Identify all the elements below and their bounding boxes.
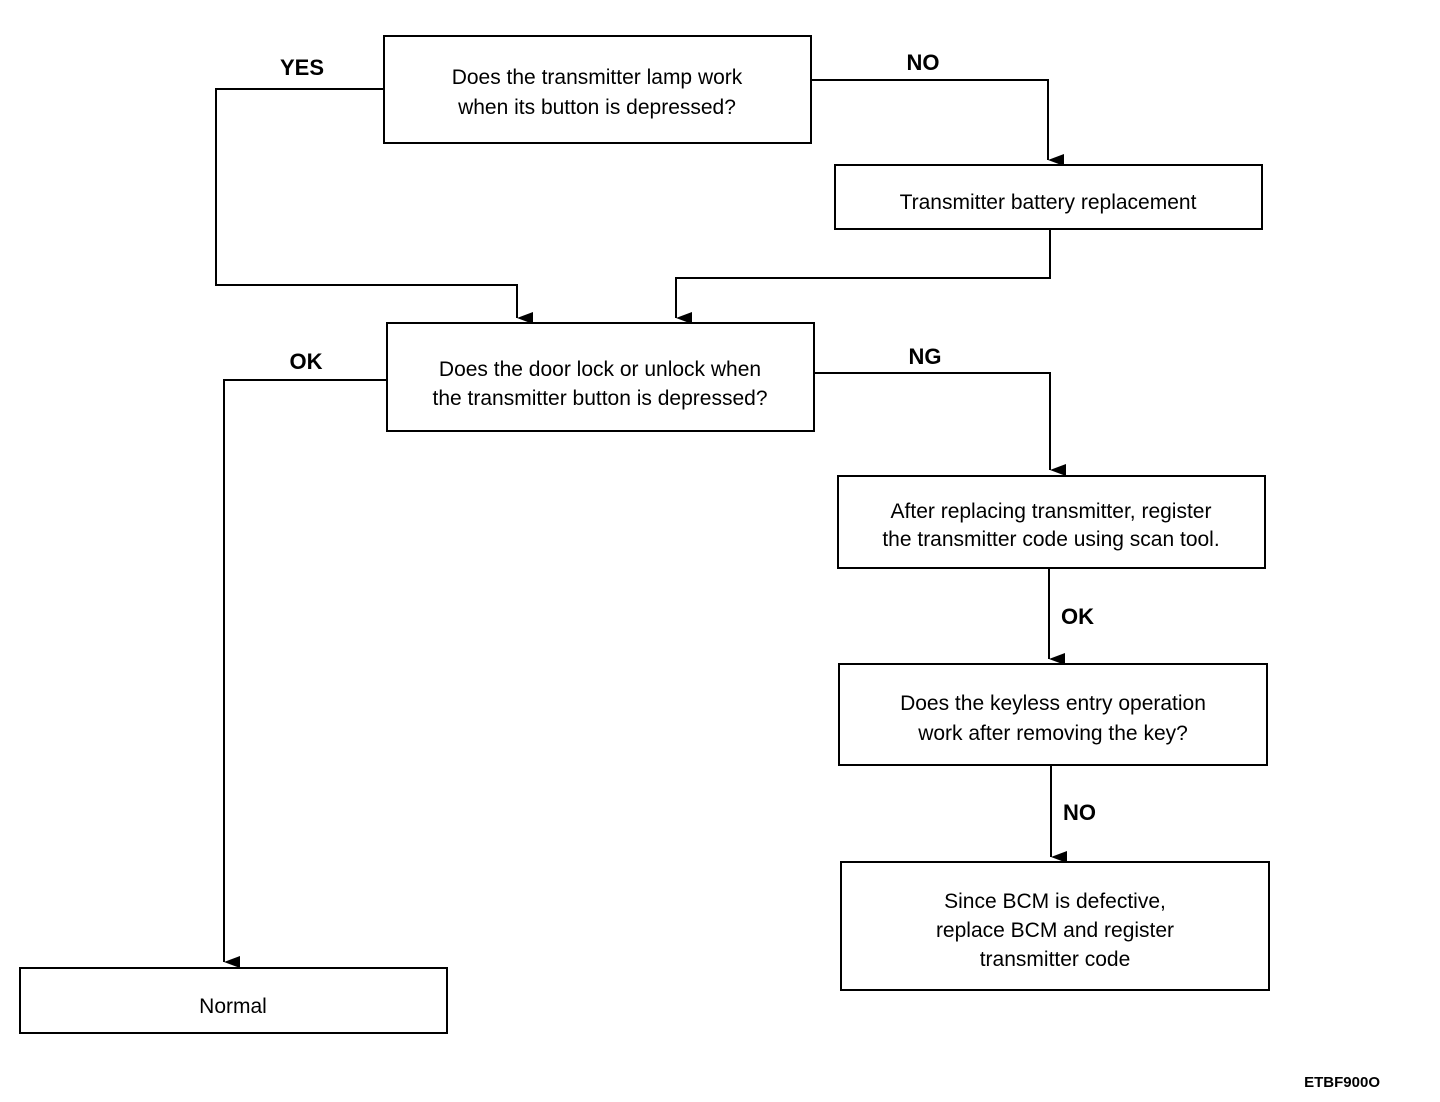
step-register-transmitter: After replacing transmitter, register th… — [837, 475, 1266, 569]
edge-label-ok: OK — [290, 349, 323, 374]
edge-lamp-yes: YES — [215, 55, 533, 324]
box-text-line: Normal — [199, 995, 267, 1018]
edge-label-ng: NG — [909, 344, 942, 369]
box-text-line: the transmitter code using scan tool. — [882, 528, 1219, 551]
box-text-line: replace BCM and register — [936, 919, 1174, 942]
edge-label-yes: YES — [280, 55, 324, 80]
box-text-line: Does the door lock or unlock when — [439, 358, 761, 381]
edge-label-ok: OK — [1061, 604, 1094, 629]
step-battery-replacement: Transmitter battery replacement — [834, 164, 1263, 230]
decision-door-lock: Does the door lock or unlock when the tr… — [386, 322, 815, 432]
step-replace-bcm: Since BCM is defective, replace BCM and … — [840, 861, 1270, 991]
decision-transmitter-lamp: Does the transmitter lamp work when its … — [383, 35, 812, 144]
box-text-line: the transmitter button is depressed? — [432, 387, 767, 410]
edge-battery-to-door — [675, 229, 1051, 324]
edge-register-ok: OK — [1048, 568, 1094, 665]
edge-label-no: NO — [1063, 800, 1096, 825]
box-text-line: Transmitter battery replacement — [900, 191, 1197, 214]
result-normal: Normal — [19, 967, 448, 1034]
edge-label-no: NO — [907, 50, 940, 75]
figure-code: ETBF900O — [1304, 1074, 1380, 1091]
edge-door-ng: NG — [814, 344, 1066, 476]
box-text-line: Does the keyless entry operation — [900, 692, 1206, 715]
box-text-line: After replacing transmitter, register — [891, 500, 1212, 523]
box-text-line: transmitter code — [980, 948, 1131, 971]
edge-door-ok: OK — [223, 349, 387, 968]
box-text-line: Does the transmitter lamp work — [452, 66, 743, 89]
decision-keyless-entry: Does the keyless entry operation work af… — [838, 663, 1268, 766]
edge-lamp-no: NO — [811, 50, 1064, 166]
box-text-line: when its button is depressed? — [457, 96, 736, 119]
box-text-line: Since BCM is defective, — [944, 890, 1166, 913]
box-text-line: work after removing the key? — [917, 722, 1188, 745]
edge-keyless-no: NO — [1050, 765, 1096, 863]
